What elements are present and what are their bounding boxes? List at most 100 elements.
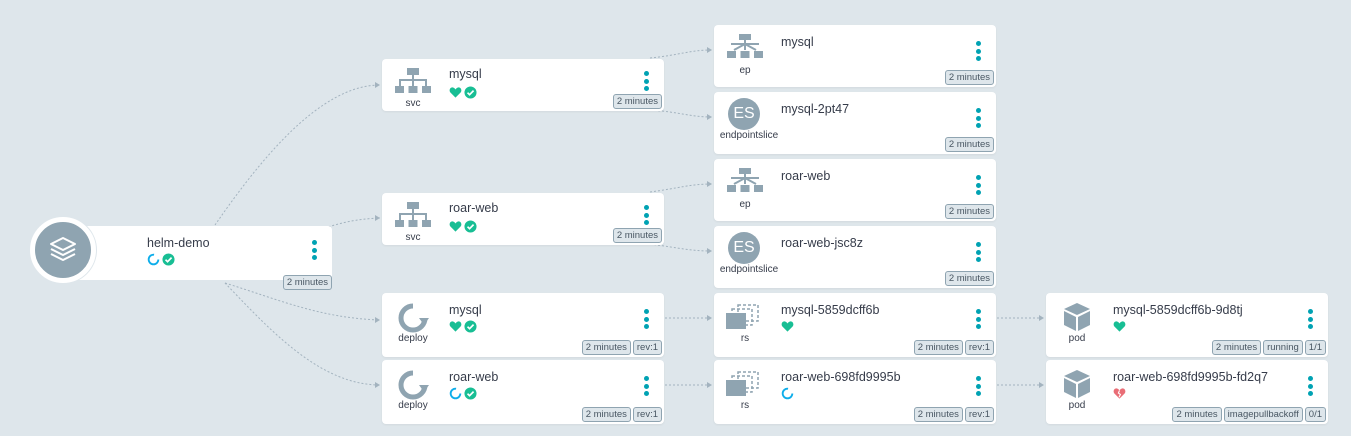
revision-badge: rev:1 (964, 340, 994, 355)
progressing-icon (781, 387, 794, 400)
progressing-icon (449, 387, 462, 400)
resource-status (1113, 320, 1126, 334)
kind-label: svc (405, 232, 421, 243)
edge-svc-es-mysql (649, 109, 713, 118)
endpointslice-icon: ES (728, 232, 760, 264)
node-badges: 2 minutes rev:1 (913, 407, 994, 422)
ready-count-badge: 1/1 (1304, 340, 1326, 355)
revision-badge: rev:1 (632, 340, 662, 355)
heart-broken-icon (1113, 388, 1126, 399)
kind-label: svc (405, 98, 421, 109)
resource-name: mysql (449, 67, 482, 81)
age-badge: 2 minutes (944, 204, 994, 219)
node-endpointslice-mysql[interactable]: ES endpointslice mysql-2pt47 2 minutes (714, 92, 996, 154)
node-rs-roar-web[interactable]: rs roar-web-698fd9995b 2 minutes rev:1 (714, 360, 996, 424)
age-badge: 2 minutes (1211, 340, 1262, 355)
node-badges: 2 minutes (944, 70, 994, 85)
edge-app-deploy-roar (224, 282, 381, 386)
kind-label: ep (739, 65, 751, 76)
endpoints-icon (727, 168, 763, 192)
pod-state-badge: running (1263, 340, 1303, 355)
synced-icon (464, 320, 477, 333)
node-menu-button[interactable] (976, 175, 982, 197)
node-badges: 2 minutes (944, 204, 994, 219)
synced-icon (464, 387, 477, 400)
age-badge: 2 minutes (581, 407, 631, 422)
resource-name: roar-web-jsc8z (781, 236, 863, 250)
resource-name: mysql-5859dcff6b (781, 303, 880, 317)
node-menu-button[interactable] (976, 309, 982, 331)
kind-label: deploy (398, 333, 428, 344)
svc-icon (395, 202, 431, 227)
app-node-box[interactable]: helm-demo 2 minutes (60, 226, 332, 290)
node-badges: 2 minutes imagepullbackoff 0/1 (1172, 407, 1326, 422)
node-ep-mysql[interactable]: ep mysql 2 minutes (714, 25, 996, 87)
node-badges: 2 minutes running 1/1 (1211, 340, 1326, 355)
node-svc-mysql[interactable]: svc mysql 2 minutes (382, 59, 664, 111)
node-deploy-mysql[interactable]: deploy mysql 2 minutes rev:1 (382, 293, 664, 357)
resource-status (449, 220, 477, 234)
age-badge: 2 minutes (913, 340, 963, 355)
revision-badge: rev:1 (964, 407, 994, 422)
resource-status (781, 387, 794, 401)
synced-icon (162, 253, 175, 266)
node-menu-button[interactable] (644, 205, 650, 227)
deploy-icon (398, 303, 429, 333)
app-name: helm-demo (147, 236, 210, 250)
node-menu-button[interactable] (976, 242, 982, 264)
node-menu-button[interactable] (644, 309, 650, 331)
node-pod-mysql[interactable]: pod mysql-5859dcff6b-9d8tj 2 minutes run… (1046, 293, 1328, 357)
age-badge: 2 minutes (581, 340, 631, 355)
node-badges: 2 minutes (612, 228, 662, 243)
node-pod-roar-web[interactable]: pod roar-web-698fd9995b-fd2q7 2 minutes … (1046, 360, 1328, 424)
age-badge: 2 minutes (944, 271, 994, 286)
resource-name: mysql (449, 303, 482, 317)
age-badge: 2 minutes (944, 70, 994, 85)
app-menu-button[interactable] (312, 240, 318, 262)
resource-status (449, 320, 477, 334)
node-endpointslice-roar-web[interactable]: ES endpointslice roar-web-jsc8z 2 minute… (714, 226, 996, 288)
kind-label: rs (740, 400, 750, 411)
app-status (147, 253, 175, 267)
layers-icon (50, 237, 76, 261)
node-svc-roar-web[interactable]: svc roar-web 2 minutes (382, 193, 664, 245)
age-badge: 2 minutes (944, 137, 994, 152)
node-rs-mysql[interactable]: rs mysql-5859dcff6b 2 minutes rev:1 (714, 293, 996, 357)
age-badge: 2 minutes (612, 94, 662, 109)
synced-icon (464, 86, 477, 99)
node-menu-button[interactable] (976, 41, 982, 63)
node-menu-button[interactable] (1308, 376, 1314, 398)
replicaset-icon (726, 304, 759, 329)
edge-svc-es-roar (649, 243, 713, 252)
ready-count-badge: 0/1 (1304, 407, 1326, 422)
node-menu-button[interactable] (976, 108, 982, 130)
heart-icon (449, 321, 462, 332)
resource-name: roar-web-698fd9995b (781, 370, 901, 384)
age-badge: 2 minutes (913, 407, 963, 422)
node-ep-roar-web[interactable]: ep roar-web 2 minutes (714, 159, 996, 221)
replicaset-icon (726, 371, 759, 396)
pod-icon (1064, 303, 1090, 331)
node-menu-button[interactable] (1308, 309, 1314, 331)
kind-label: deploy (398, 400, 428, 411)
edge-svc-ep-mysql (649, 49, 713, 59)
age-badge: 2 minutes (282, 275, 332, 290)
heart-icon (781, 321, 794, 332)
app-icon-circle (30, 217, 96, 283)
node-menu-button[interactable] (644, 376, 650, 398)
resource-name: mysql (781, 35, 814, 49)
node-menu-button[interactable] (976, 376, 982, 398)
heart-icon (449, 87, 462, 98)
resource-name: mysql-5859dcff6b-9d8tj (1113, 303, 1243, 317)
node-badges: 2 minutes rev:1 (581, 407, 662, 422)
kind-label: ep (739, 199, 751, 210)
heart-icon (1113, 321, 1126, 332)
app-badges: 2 minutes (282, 275, 332, 290)
node-badges: 2 minutes (612, 94, 662, 109)
heart-icon (449, 221, 462, 232)
node-menu-button[interactable] (644, 71, 650, 93)
kind-label: pod (1068, 400, 1086, 411)
edge-app-svc-mysql (214, 84, 381, 226)
node-deploy-roar-web[interactable]: deploy roar-web 2 minutes rev:1 (382, 360, 664, 424)
app-node-helm-demo[interactable]: helm-demo 2 minutes (30, 217, 332, 290)
